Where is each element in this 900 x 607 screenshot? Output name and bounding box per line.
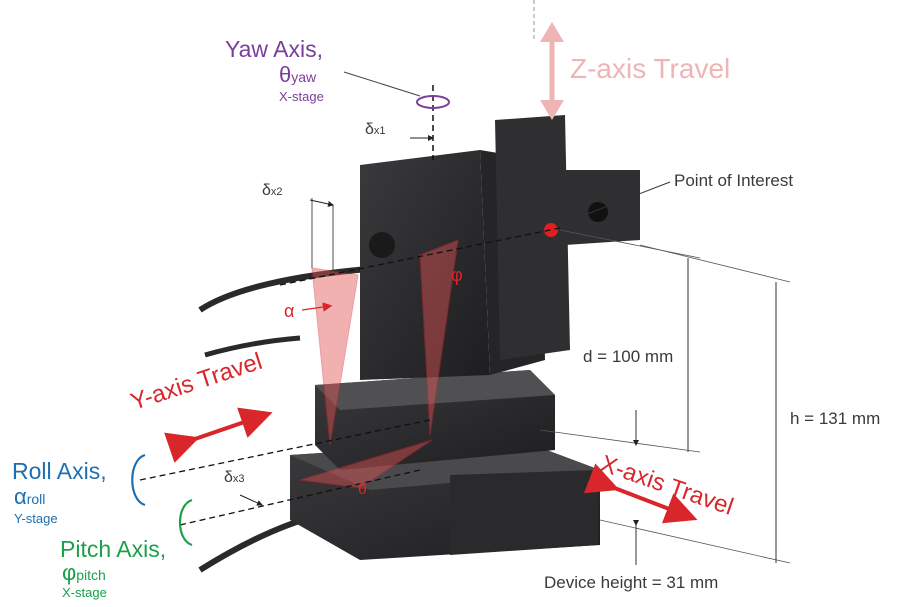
cable-left-mid xyxy=(204,335,301,358)
yaw-symbol: θ xyxy=(279,62,292,87)
roll-symbol-label: αroll xyxy=(14,486,45,508)
pitch-subscript: pitch xyxy=(76,567,106,583)
dx3-subscript: x3 xyxy=(232,473,245,485)
phi-angle-label: φ xyxy=(451,265,463,285)
pitch-axis-title: Pitch Axis, xyxy=(60,536,167,562)
dx2-dimension-line xyxy=(309,199,334,207)
theta-plane xyxy=(299,439,433,489)
yaw-leader-line xyxy=(343,71,421,97)
pitch-rotation-icon xyxy=(179,498,193,547)
pitch-symbol-label: φpitch xyxy=(62,562,106,584)
roll-rotation-icon xyxy=(131,453,146,507)
x-travel-arrow xyxy=(583,463,698,524)
device-height-label: Device height = 31 mm xyxy=(544,573,719,592)
z-travel-arrow-down xyxy=(540,100,564,120)
roll-stage-label: Y-stage xyxy=(14,511,58,526)
dx3-symbol: δ xyxy=(224,469,233,486)
yaw-rotation-icon xyxy=(416,95,450,109)
connector-knob xyxy=(369,232,395,258)
point-of-interest-label: Point of Interest xyxy=(674,171,794,190)
roll-subscript: roll xyxy=(26,491,46,507)
roll-axis-title: Roll Axis, xyxy=(12,458,107,484)
dx3-dimension-line xyxy=(239,494,263,506)
d-dimension-label: d = 100 mm xyxy=(583,347,674,366)
roll-symbol: α xyxy=(14,484,27,509)
z-stage-body xyxy=(360,115,640,380)
dx2-label: δx2 xyxy=(262,183,283,199)
y-travel-arrow xyxy=(164,407,273,463)
theta-angle-label: θ xyxy=(358,481,367,498)
axis-line-pitch xyxy=(179,469,421,526)
z-travel-arrow-up xyxy=(540,22,564,42)
dx2-subscript: x2 xyxy=(270,186,283,198)
dx1-symbol: δ xyxy=(365,121,374,138)
alpha-angle-label: α xyxy=(284,301,295,321)
yaw-axis-title: Yaw Axis, xyxy=(225,36,323,62)
yaw-stage-label: X-stage xyxy=(279,89,324,104)
d-ext-bottom xyxy=(539,429,701,453)
dx1-label: δx1 xyxy=(365,122,386,138)
alpha-arrow xyxy=(301,302,333,312)
phi-plane xyxy=(419,239,459,436)
dx3-label: δx3 xyxy=(224,470,245,486)
h-ext-top xyxy=(639,244,791,283)
axis-line-top xyxy=(279,227,561,286)
z-axis-travel-label: Z-axis Travel xyxy=(570,53,731,84)
dx2-symbol: δ xyxy=(262,182,271,199)
pitch-stage-label: X-stage xyxy=(62,585,107,600)
alpha-plane xyxy=(311,267,359,446)
pitch-symbol: φ xyxy=(62,560,77,585)
h-dimension-label: h = 131 mm xyxy=(790,409,881,428)
yaw-symbol-label: θyaw xyxy=(279,64,316,86)
d-ext-top xyxy=(559,229,701,259)
point-of-interest-dot xyxy=(544,223,558,237)
yaw-subscript: yaw xyxy=(291,69,317,85)
poi-leader-line xyxy=(555,181,671,227)
y-stage-body xyxy=(315,370,555,470)
dx1-subscript: x1 xyxy=(373,125,386,137)
h-ext-bottom xyxy=(599,519,791,564)
